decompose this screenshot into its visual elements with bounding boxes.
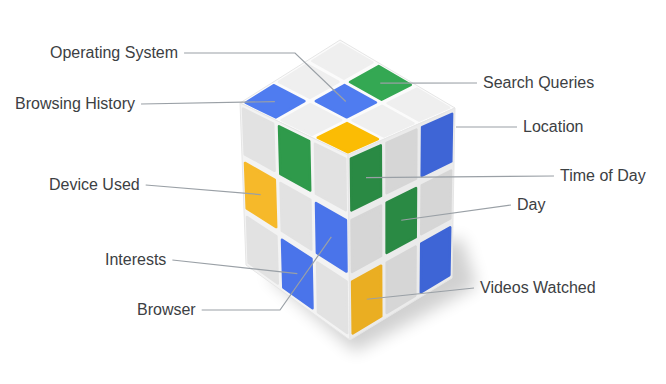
cube-sticker [352,266,381,334]
leader-line [146,185,261,195]
leader-line [366,176,554,178]
leader-line [172,260,297,274]
cube-sticker [318,123,378,152]
callout-label: Browsing History [15,94,135,114]
callout-label: Operating System [50,43,178,63]
cube-sticker [352,206,382,272]
cube-sticker [281,183,312,249]
leader-line [380,82,477,83]
callout-label: Browser [137,300,196,320]
cube-sticker [421,171,451,235]
leader-line [141,102,275,104]
cube-sticker [422,114,452,176]
leader-line [456,126,517,127]
cube-sticker [243,109,275,171]
cube-sticker [317,262,347,333]
callout-label: Location [523,117,584,137]
callout-label: Search Queries [483,73,594,93]
callout-label: Time of Day [560,166,646,186]
cube-sticker [279,126,310,190]
cube-sticker [387,130,417,194]
cube [240,40,455,340]
callout-label: Device Used [49,175,140,195]
leader-line [401,205,511,220]
callout-label: Videos Watched [480,278,596,298]
callout-label: Day [517,195,545,215]
callout-label: Interests [105,250,166,270]
leader-line [202,237,332,310]
leader-line [367,288,474,299]
cube-sticker [421,227,450,292]
cube-sticker [247,217,278,283]
cube-sticker [315,144,346,210]
cube-sticker [387,247,416,313]
leader-line [184,53,346,102]
leader-lines [141,53,554,310]
